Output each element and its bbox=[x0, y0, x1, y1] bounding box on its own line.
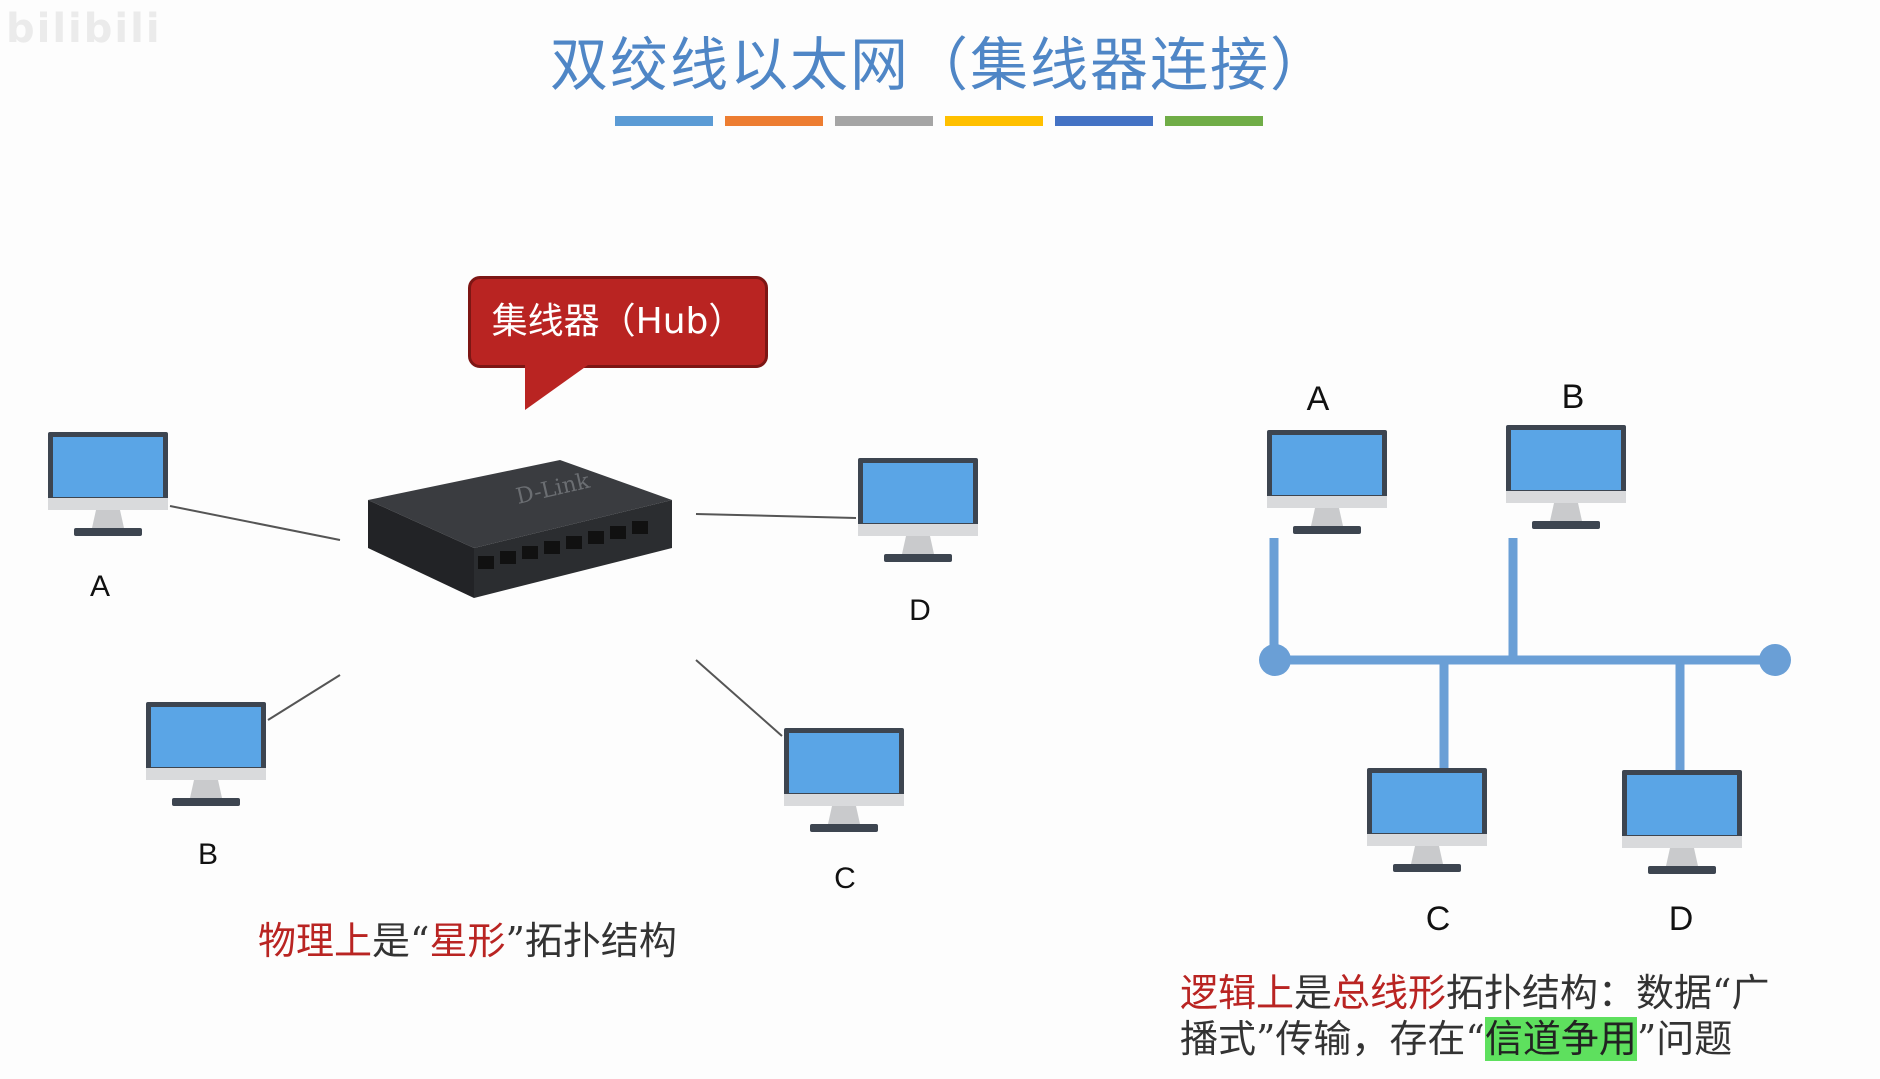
bus-label-d: D bbox=[1668, 900, 1694, 938]
bus-caption-text-1: 是 bbox=[1294, 971, 1333, 1015]
bus-terminator-right bbox=[1759, 644, 1791, 676]
bus-computer-d bbox=[1622, 770, 1742, 874]
hub-device: D-Link bbox=[368, 460, 672, 598]
color-bar-segment bbox=[725, 116, 823, 126]
color-bar-segment bbox=[1055, 116, 1153, 126]
hub-callout-pointer bbox=[525, 360, 595, 410]
star-label-b: B bbox=[197, 838, 218, 871]
bus-caption-contention: 信道争用 bbox=[1484, 1017, 1637, 1061]
cable-c bbox=[695, 659, 783, 737]
bus-caption-line-1: 逻辑上是总线形拓扑结构：数据“广 bbox=[1180, 962, 1769, 1017]
star-caption: 物理上是“星形”拓扑结构 bbox=[258, 910, 677, 965]
bus-caption-text-3: 播式”传输，存在“ bbox=[1180, 1017, 1485, 1061]
color-bar-segment bbox=[945, 116, 1043, 126]
bus-label-a: A bbox=[1306, 380, 1330, 418]
bus-label-c: C bbox=[1425, 900, 1451, 938]
color-bar-segment bbox=[835, 116, 933, 126]
color-bar-segment bbox=[1165, 116, 1263, 126]
star-computer-c bbox=[784, 728, 904, 832]
bus-computer-b bbox=[1506, 425, 1626, 529]
bus-terminator-left bbox=[1259, 644, 1291, 676]
bus-caption-line-2: 播式”传输，存在“信道争用”问题 bbox=[1180, 1008, 1732, 1063]
cable-d bbox=[695, 513, 857, 519]
bus-caption-bus: 总线形 bbox=[1332, 971, 1447, 1015]
bus-caption-text-4: ”问题 bbox=[1636, 1017, 1733, 1061]
star-label-c: C bbox=[834, 862, 856, 895]
star-computer-b bbox=[146, 702, 266, 806]
cable-b bbox=[267, 674, 341, 721]
watermark-logo: bilibili bbox=[6, 6, 162, 52]
star-label-d: D bbox=[909, 594, 931, 627]
star-computer-d bbox=[858, 458, 978, 562]
star-caption-star: 星形 bbox=[429, 919, 506, 963]
cable-a bbox=[169, 505, 341, 541]
bus-caption-logical: 逻辑上 bbox=[1180, 971, 1295, 1015]
star-caption-text-1: 是“ bbox=[372, 919, 430, 963]
bus-computer-c bbox=[1367, 768, 1487, 872]
star-computer-a bbox=[48, 432, 168, 536]
slide-title: 双绞线以太网（集线器连接） bbox=[549, 31, 1330, 99]
bus-topology bbox=[1259, 538, 1791, 770]
bus-computer-a bbox=[1267, 430, 1387, 534]
star-caption-physical: 物理上 bbox=[258, 919, 373, 963]
star-caption-text-2: ”拓扑结构 bbox=[505, 919, 677, 963]
bus-caption-text-2: 拓扑结构：数据“广 bbox=[1446, 971, 1770, 1015]
color-bar-segment bbox=[615, 116, 713, 126]
bus-label-b: B bbox=[1561, 378, 1585, 416]
hub-callout: 集线器（Hub） bbox=[468, 276, 768, 368]
star-label-a: A bbox=[89, 570, 110, 603]
